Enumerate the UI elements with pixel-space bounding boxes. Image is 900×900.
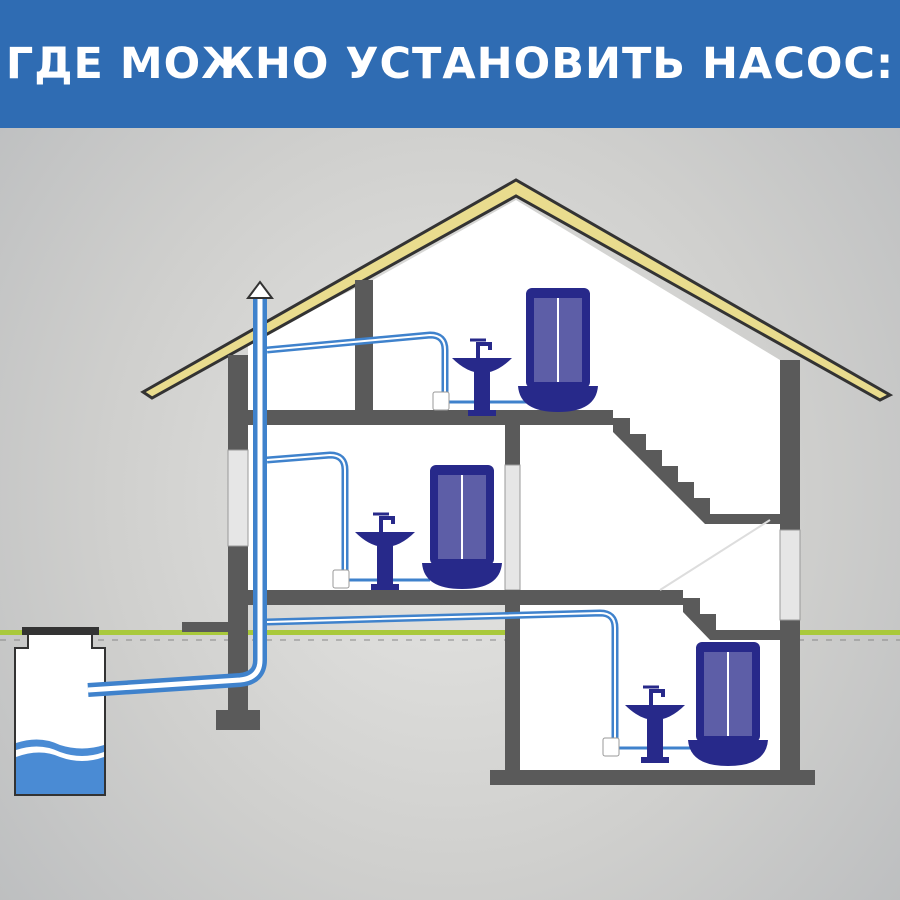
water-tank bbox=[14, 627, 106, 796]
ground bbox=[0, 630, 900, 641]
water-pipes bbox=[87, 280, 700, 750]
shower-cabin-icon bbox=[687, 641, 769, 767]
header-banner: ГДЕ МОЖНО УСТАНОВИТЬ НАСОС: bbox=[0, 0, 900, 128]
pump-icon bbox=[432, 391, 450, 411]
stairs-lower bbox=[683, 598, 780, 640]
shower-cabin-icon bbox=[517, 287, 599, 413]
pump-icon bbox=[332, 569, 350, 589]
arrow-up-icon bbox=[246, 280, 274, 299]
pumps bbox=[332, 391, 620, 757]
roof bbox=[140, 178, 894, 402]
page-title: ГДЕ МОЖНО УСТАНОВИТЬ НАСОС: bbox=[5, 39, 895, 89]
pump-icon bbox=[602, 737, 620, 757]
shower-cabin-icon bbox=[421, 464, 503, 590]
stairs-upper bbox=[613, 418, 780, 524]
